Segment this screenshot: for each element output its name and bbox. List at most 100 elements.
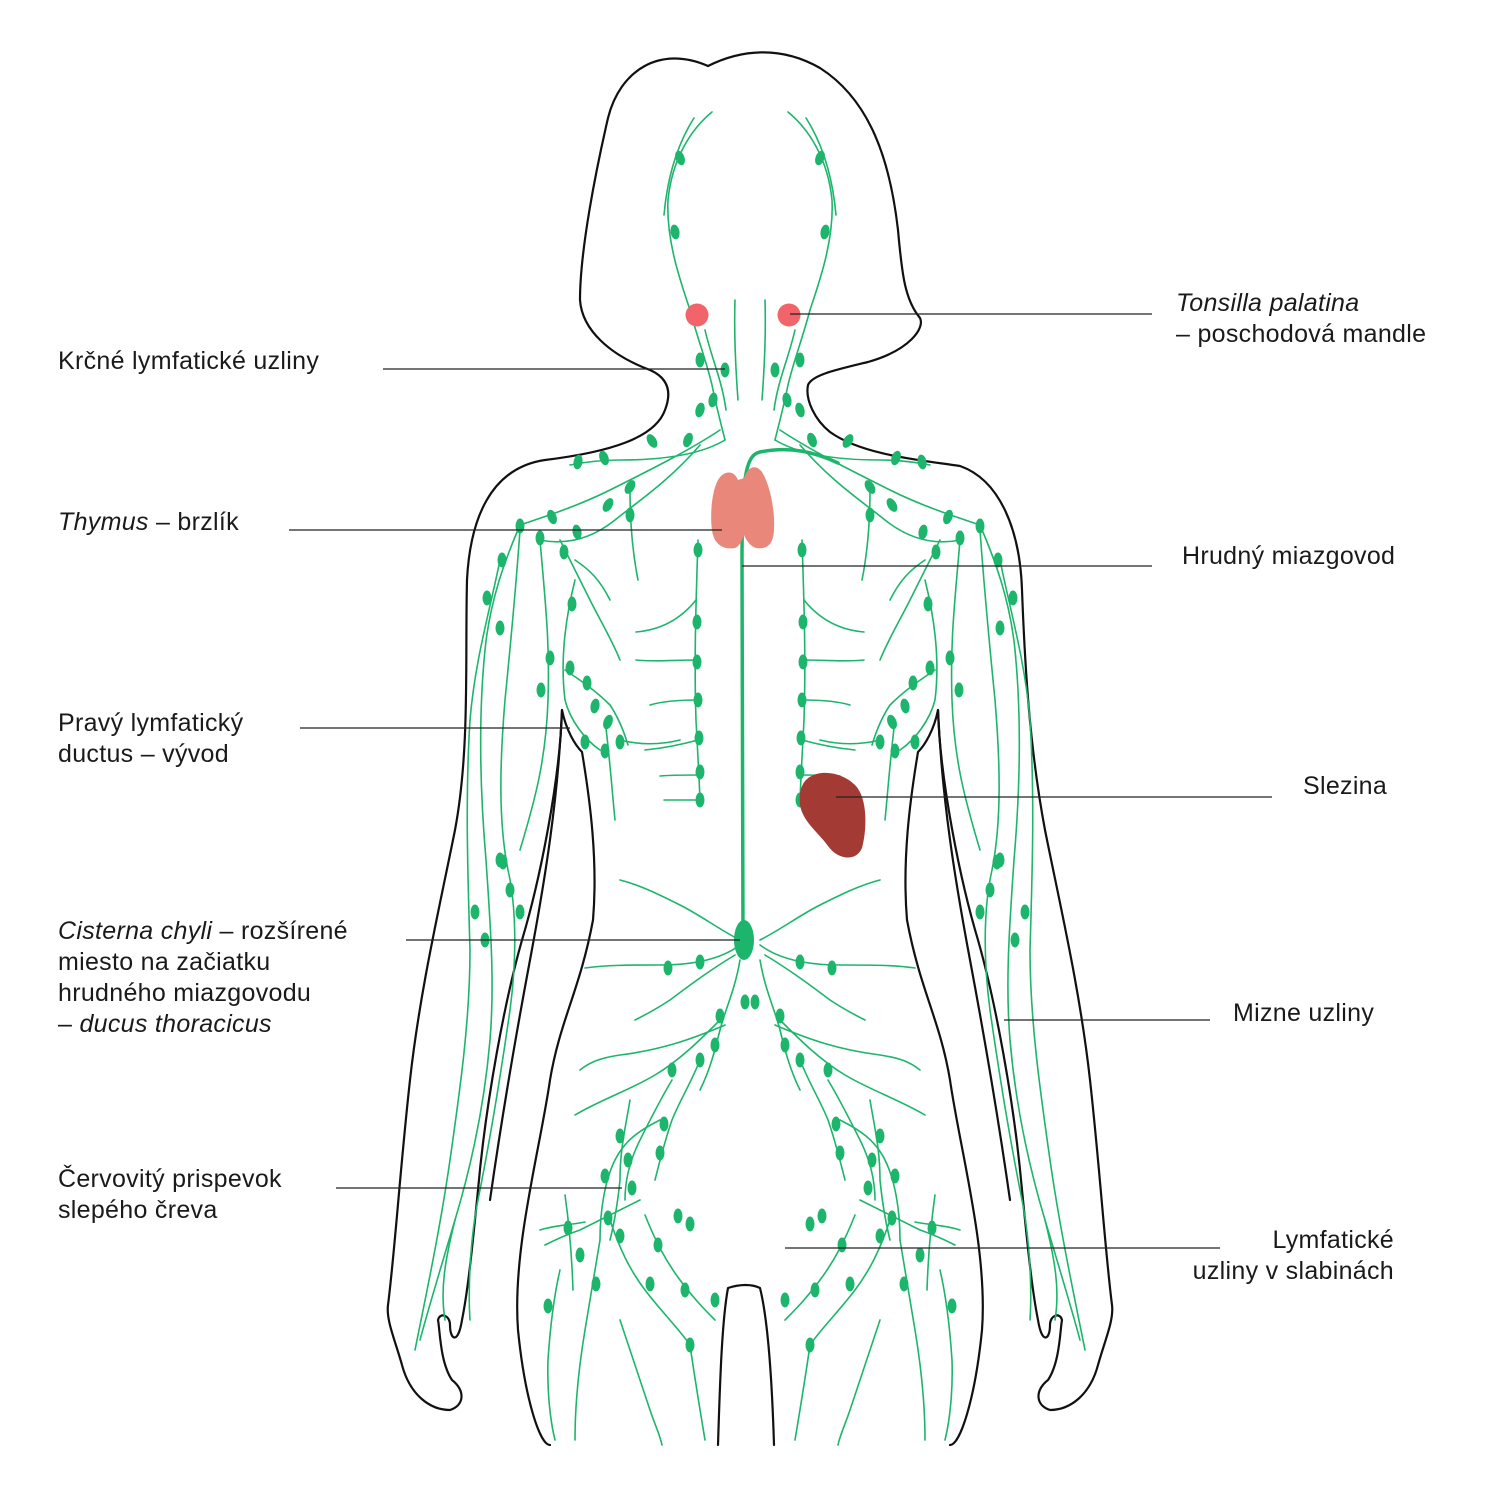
label-line: Hrudný miazgovod [1182, 541, 1395, 572]
lymph-vessel [761, 299, 767, 401]
lymph-node [600, 743, 610, 759]
lymph-node [807, 432, 817, 448]
lymph-node [796, 730, 806, 746]
label-text: – rozšírené [212, 917, 348, 945]
lymph-node [875, 734, 885, 750]
lymph-vessel [609, 1219, 691, 1346]
lymph-node [770, 362, 780, 378]
lymph-node [842, 434, 854, 448]
lymph-node [923, 596, 933, 612]
lymph-node [708, 392, 718, 408]
lymph-vessel [635, 659, 697, 662]
lymph-node [985, 882, 995, 898]
label-tonsil: Tonsilla palatina– poschodová mandle [1176, 288, 1426, 350]
lymph-node [917, 454, 927, 470]
lymph-node [795, 352, 805, 368]
label-line: Mizne uzliny [1233, 998, 1374, 1029]
lymph-node [624, 480, 636, 494]
lymph-node [582, 675, 592, 691]
label-text: Červovitý prispevok [58, 1165, 282, 1193]
lymph-nodes [470, 150, 1030, 1353]
lymph-vessel [859, 1199, 956, 1246]
lymph-node [670, 224, 680, 240]
lymph-vessel [519, 539, 550, 851]
lymph-vessel [805, 117, 837, 216]
lymph-vessel [1044, 1219, 1058, 1321]
lymph-vessel [759, 879, 881, 941]
lymph-node [891, 450, 901, 466]
lymph-vessel [619, 1319, 663, 1446]
lymph-node [908, 675, 918, 691]
leader-lines [289, 313, 1272, 1249]
lymph-vessel [764, 954, 866, 1021]
lymph-node [515, 904, 525, 920]
lymph-vessel [799, 444, 961, 543]
lymph-vessel [442, 1219, 456, 1321]
lymph-node [863, 1180, 873, 1196]
lymph-vessel [803, 599, 865, 633]
lymph-vessel [689, 309, 726, 441]
lymph-vessel [889, 559, 926, 601]
inner-arm-right [936, 708, 1012, 1202]
lymph-node [695, 764, 705, 780]
lymph-vessel [774, 309, 811, 441]
lymph-node [693, 692, 703, 708]
label-line: Červovitý prispevok [58, 1164, 282, 1195]
label-text: Pravý lymfatický [58, 709, 244, 737]
lymph-node [482, 590, 492, 606]
lymph-vessel [659, 774, 701, 777]
lymph-vessel [827, 1079, 876, 1201]
lymph-vessel [979, 529, 1023, 1201]
lymph-node [720, 362, 730, 378]
lymph-vessel [869, 1099, 891, 1241]
lymph-node [692, 654, 702, 670]
label-line: Tonsilla palatina [1176, 288, 1426, 319]
lymph-node [615, 1228, 625, 1244]
label-text: Lymfatické [1272, 1226, 1394, 1254]
lymph-node [710, 1292, 720, 1308]
lymph-node [470, 904, 480, 920]
lymph-vessel [759, 944, 916, 969]
lymph-node [645, 1276, 655, 1292]
lymph-vessel [837, 1319, 881, 1446]
crotch [716, 1283, 776, 1447]
lymph-node [795, 764, 805, 780]
lymph-vessel [634, 954, 736, 1021]
lymph-node [625, 507, 635, 523]
lymph-node [572, 524, 582, 540]
lymph-node [695, 352, 705, 368]
lymph-node [837, 1237, 847, 1253]
lymph-node [615, 1128, 625, 1144]
lymph-vessel [774, 1024, 921, 1071]
label-line: hrudného miazgovodu [58, 978, 348, 1009]
lymph-node [591, 1276, 601, 1292]
lymph-node [780, 1292, 790, 1308]
lymph-vessel [704, 329, 727, 411]
lymph-vessel [809, 1219, 891, 1346]
lymph-vessel [604, 719, 616, 821]
lymph-node [835, 1145, 845, 1161]
lymph-node [954, 682, 964, 698]
lymph-node [710, 1037, 720, 1053]
lymph-vessel [477, 529, 521, 1201]
cisterna-chyli [734, 920, 754, 960]
lymph-node [623, 1152, 633, 1168]
lymph-node [995, 620, 1005, 636]
lymph-node [567, 596, 577, 612]
body-outline-right [706, 51, 1114, 1447]
lymph-vessel [574, 1239, 601, 1441]
lymph-vessel [939, 1269, 953, 1441]
lymph-node [910, 734, 920, 750]
label-line: Thymus – brzlík [58, 507, 239, 538]
lymph-node [875, 1128, 885, 1144]
lymph-vessel [584, 944, 741, 969]
label-line: slepého čreva [58, 1195, 282, 1226]
lymph-node [685, 1216, 695, 1232]
lymph-node [815, 150, 825, 166]
label-text: Krčné lymfatické uzliny [58, 347, 320, 375]
label-text: Hrudný miazgovod [1182, 542, 1396, 570]
body-outline [386, 51, 1114, 1447]
lymph-node [615, 734, 625, 750]
